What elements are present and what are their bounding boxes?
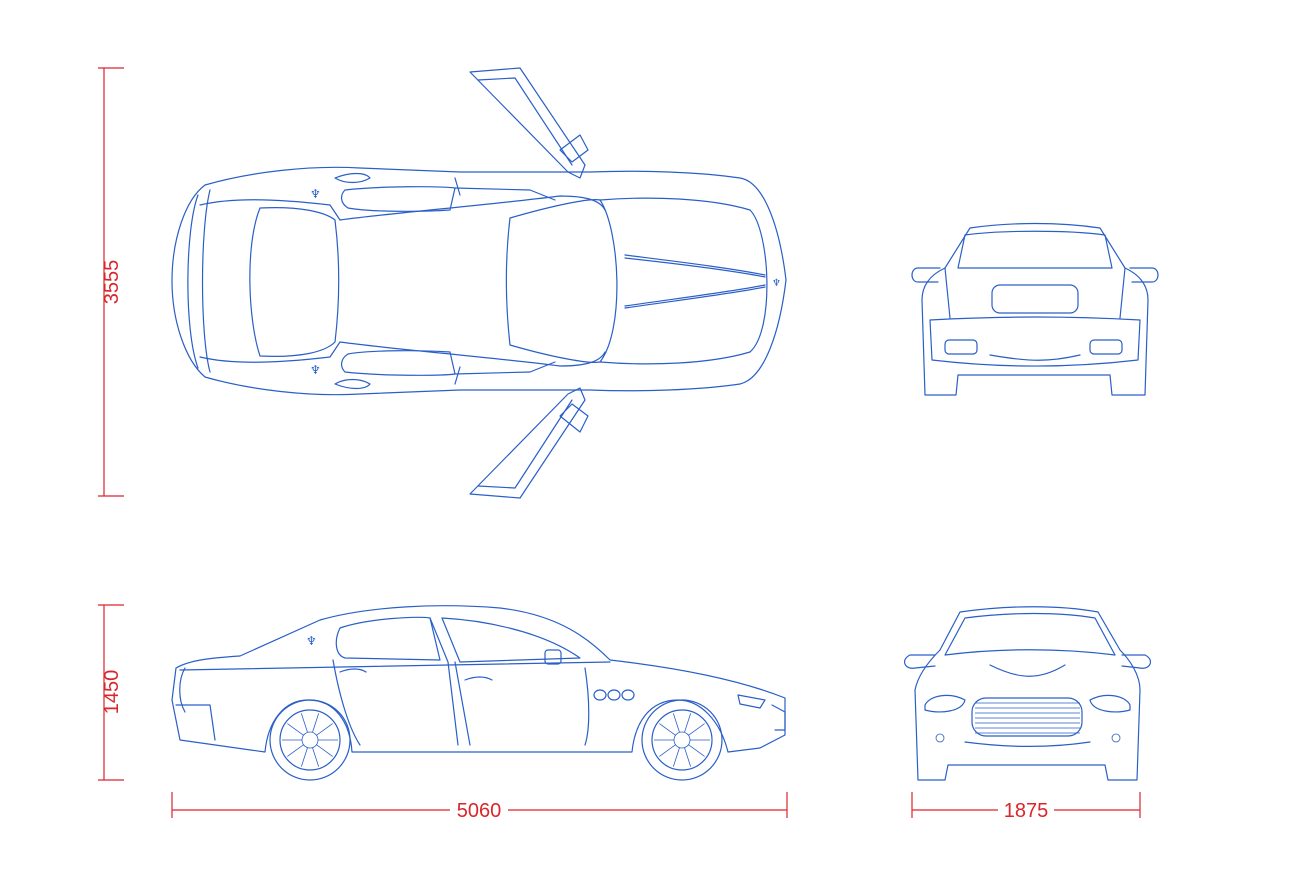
dimension-height: 1450 [98,604,124,781]
wheel-spoke [300,747,308,767]
dimension-label-height: 1450 [101,670,123,715]
dimension-length: 5060 [171,792,788,822]
wheel-spoke [316,723,333,736]
top-view: ♆ ♆ ♆ [171,67,787,499]
trident-logo-icon: ♆ [310,363,321,377]
wheel-spoke [684,713,692,733]
wheel-spoke [287,744,304,757]
wheel-spoke [312,747,320,767]
dimension-label-track: 1875 [1004,800,1049,822]
dimension-label-width: 3555 [101,260,123,305]
wheel-spoke [659,723,676,736]
wheel-spoke [316,744,333,757]
wheel-spoke [688,744,705,757]
wheel-spoke [684,747,692,767]
wheel-spoke [688,723,705,736]
trident-logo-icon: ♆ [772,278,781,289]
wheel-spoke [659,744,676,757]
dimension-width: 3555 [98,67,124,497]
trident-logo-icon: ♆ [310,187,321,201]
side-view: ♆ [171,605,786,781]
wheel-spoke [312,713,320,733]
rear-view [911,222,1159,396]
wheel-spoke [287,723,304,736]
wheel-spoke [672,713,680,733]
front-view [903,606,1152,781]
wheel-spoke [672,747,680,767]
dimension-label-length: 5060 [457,800,502,822]
trident-logo-icon: ♆ [306,634,317,648]
dimension-track: 1875 [911,792,1141,822]
wheel-spoke [300,713,308,733]
